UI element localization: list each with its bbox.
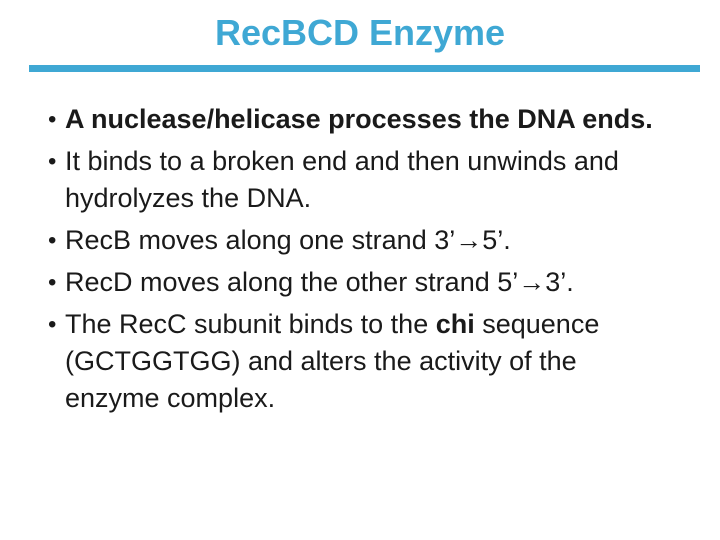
bullet-text-segment: A nuclease/helicase processes the DNA en…: [65, 104, 653, 134]
bullet-text-segment: RecB moves along one strand 3’→5’.: [65, 225, 511, 255]
title-underline-rule: [29, 65, 700, 72]
bullet-text: It binds to a broken end and then unwind…: [65, 146, 619, 213]
list-item: • The RecC subunit binds to the chi seque…: [48, 306, 670, 417]
bullet-marker: •: [48, 148, 57, 175]
bullet-text-segment: The RecC subunit binds to the: [65, 309, 436, 339]
list-item: • It binds to a broken end and then unwin…: [48, 143, 670, 217]
bullet-text: A nuclease/helicase processes the DNA en…: [65, 104, 653, 134]
bullet-marker: •: [48, 311, 57, 338]
slide-title: RecBCD Enzyme: [214, 12, 506, 53]
bullet-marker: •: [48, 269, 57, 296]
bullet-list: • A nuclease/helicase processes the DNA e…: [48, 101, 670, 422]
bullet-text: RecD moves along the other strand 5’→3’.: [65, 267, 574, 297]
bullet-text-segment: chi: [435, 309, 475, 339]
bullet-marker: •: [48, 227, 57, 254]
list-item: • A nuclease/helicase processes the DNA e…: [48, 101, 670, 138]
bullet-text-segment: sequence (GCTGGTGG) and alters the activ…: [65, 309, 600, 413]
bullet-text: The RecC subunit binds to the chi sequen…: [65, 309, 599, 413]
bullet-text: RecB moves along one strand 3’→5’.: [65, 225, 511, 255]
bullet-text-segment: RecD moves along the other strand 5’→3’.: [65, 267, 574, 297]
bullet-marker: •: [48, 106, 57, 133]
list-item: • RecB moves along one strand 3’→5’.: [48, 222, 670, 259]
list-item: • RecD moves along the other strand 5’→3’…: [48, 264, 670, 301]
bullet-text-segment: It binds to a broken end and then unwind…: [65, 146, 619, 213]
